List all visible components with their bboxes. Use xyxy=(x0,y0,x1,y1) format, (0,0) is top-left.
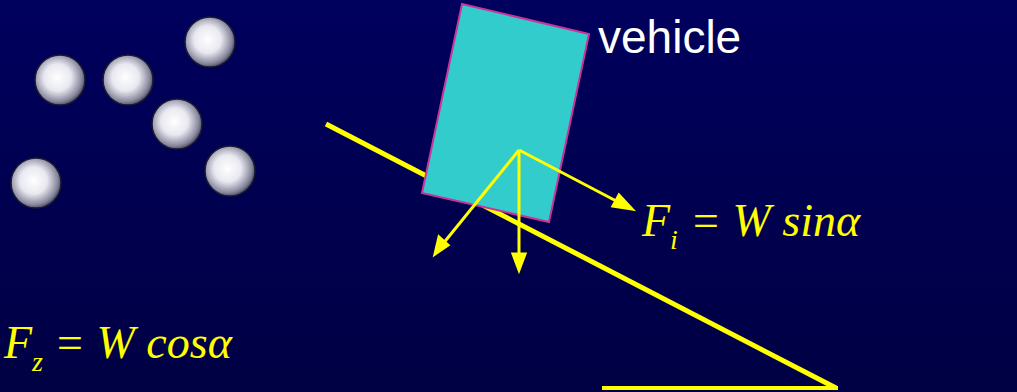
force-symbol-holder: F xyxy=(642,198,670,244)
force-formula: = W cosα xyxy=(54,317,232,368)
vehicle-label: vehicle xyxy=(598,11,741,63)
force-subscript: z xyxy=(32,346,43,377)
force-formula-holder: = W sinα xyxy=(690,198,860,244)
force-subscript-holder: z xyxy=(32,348,43,376)
particles xyxy=(11,17,255,208)
force-formula-holder: = W cosα xyxy=(54,320,232,366)
force-subscript-holder: i xyxy=(670,226,678,254)
force-subscript: i xyxy=(670,224,678,255)
force-symbol-holder: F xyxy=(4,320,32,366)
force-symbol: F xyxy=(642,195,670,246)
ground-line xyxy=(602,386,838,390)
force-formula: = W sinα xyxy=(690,195,860,246)
force-vectors xyxy=(435,150,632,270)
incline-line xyxy=(326,124,836,388)
vehicle-label-holder: vehicle xyxy=(598,14,741,60)
vehicle-block xyxy=(422,4,589,222)
force-symbol: F xyxy=(4,317,32,368)
